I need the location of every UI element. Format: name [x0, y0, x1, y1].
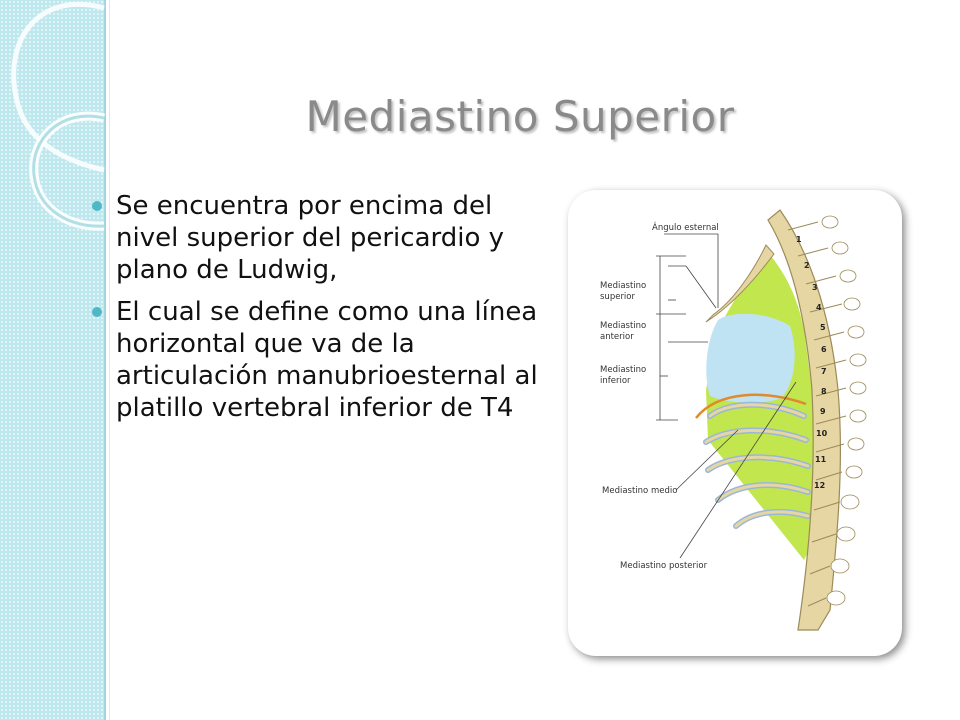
vertebra-number: 12: [814, 481, 825, 490]
spine: [767, 209, 867, 631]
band-divider-thin: [109, 0, 110, 720]
vertebra-number: 1: [796, 235, 802, 244]
label-mediastino-inferior: Mediastino: [600, 365, 646, 375]
vertebra-number: 7: [821, 367, 827, 376]
vertebra-number: 11: [815, 455, 827, 464]
vertebra-number: 2: [804, 261, 810, 270]
label-mediastino-medio: Mediastino medio: [602, 486, 677, 496]
bullet-icon: [92, 201, 102, 211]
bullet-text: El cual se define como una línea horizon…: [116, 297, 538, 423]
label-leaders: [656, 233, 797, 559]
label-mediastino-inferior-2: inferior: [600, 376, 631, 386]
bullet-item: El cual se define como una línea horizon…: [92, 296, 562, 424]
figure-labels: Ángulo esternal Mediastino superior Medi…: [600, 221, 719, 571]
anatomy-figure: 1 2 3 4 5 6 7 8 9 10 11 12: [568, 190, 902, 656]
vertebra-number: 4: [816, 303, 822, 312]
mediastinum-illustration: 1 2 3 4 5 6 7 8 9 10 11 12: [600, 209, 867, 631]
vertebra-number: 10: [816, 429, 828, 438]
label-mediastino-superior-2: superior: [600, 292, 635, 302]
decorative-arcs: [11, 1, 105, 231]
label-angulo-esternal: Ángulo esternal: [652, 221, 719, 233]
label-mediastino-posterior: Mediastino posterior: [620, 561, 708, 571]
vertebra-number: 6: [821, 345, 827, 354]
band-divider: [104, 0, 106, 720]
vertebra-number: 3: [812, 283, 818, 292]
blue-anterior-region: [706, 313, 795, 403]
label-mediastino-anterior: Mediastino: [600, 321, 646, 331]
bullet-text: Se encuentra por encima del nivel superi…: [116, 191, 505, 285]
label-mediastino-superior: Mediastino: [600, 281, 646, 291]
bullet-list: Se encuentra por encima del nivel superi…: [92, 190, 562, 434]
vertebra-numbers: 1 2 3 4 5 6 7 8 9 10 11 12: [796, 235, 828, 490]
bullet-item: Se encuentra por encima del nivel superi…: [92, 190, 562, 286]
sternum: [705, 244, 775, 323]
bullet-icon: [92, 307, 102, 317]
diaphragm-line: [695, 393, 807, 419]
label-mediastino-anterior-2: anterior: [600, 332, 634, 342]
vertebra-number: 8: [821, 387, 827, 396]
rib-cage: [703, 401, 811, 529]
vertebra-number: 9: [820, 407, 826, 416]
slide-title: Mediastino Superior: [305, 92, 735, 141]
vertebra-number: 5: [820, 323, 826, 332]
